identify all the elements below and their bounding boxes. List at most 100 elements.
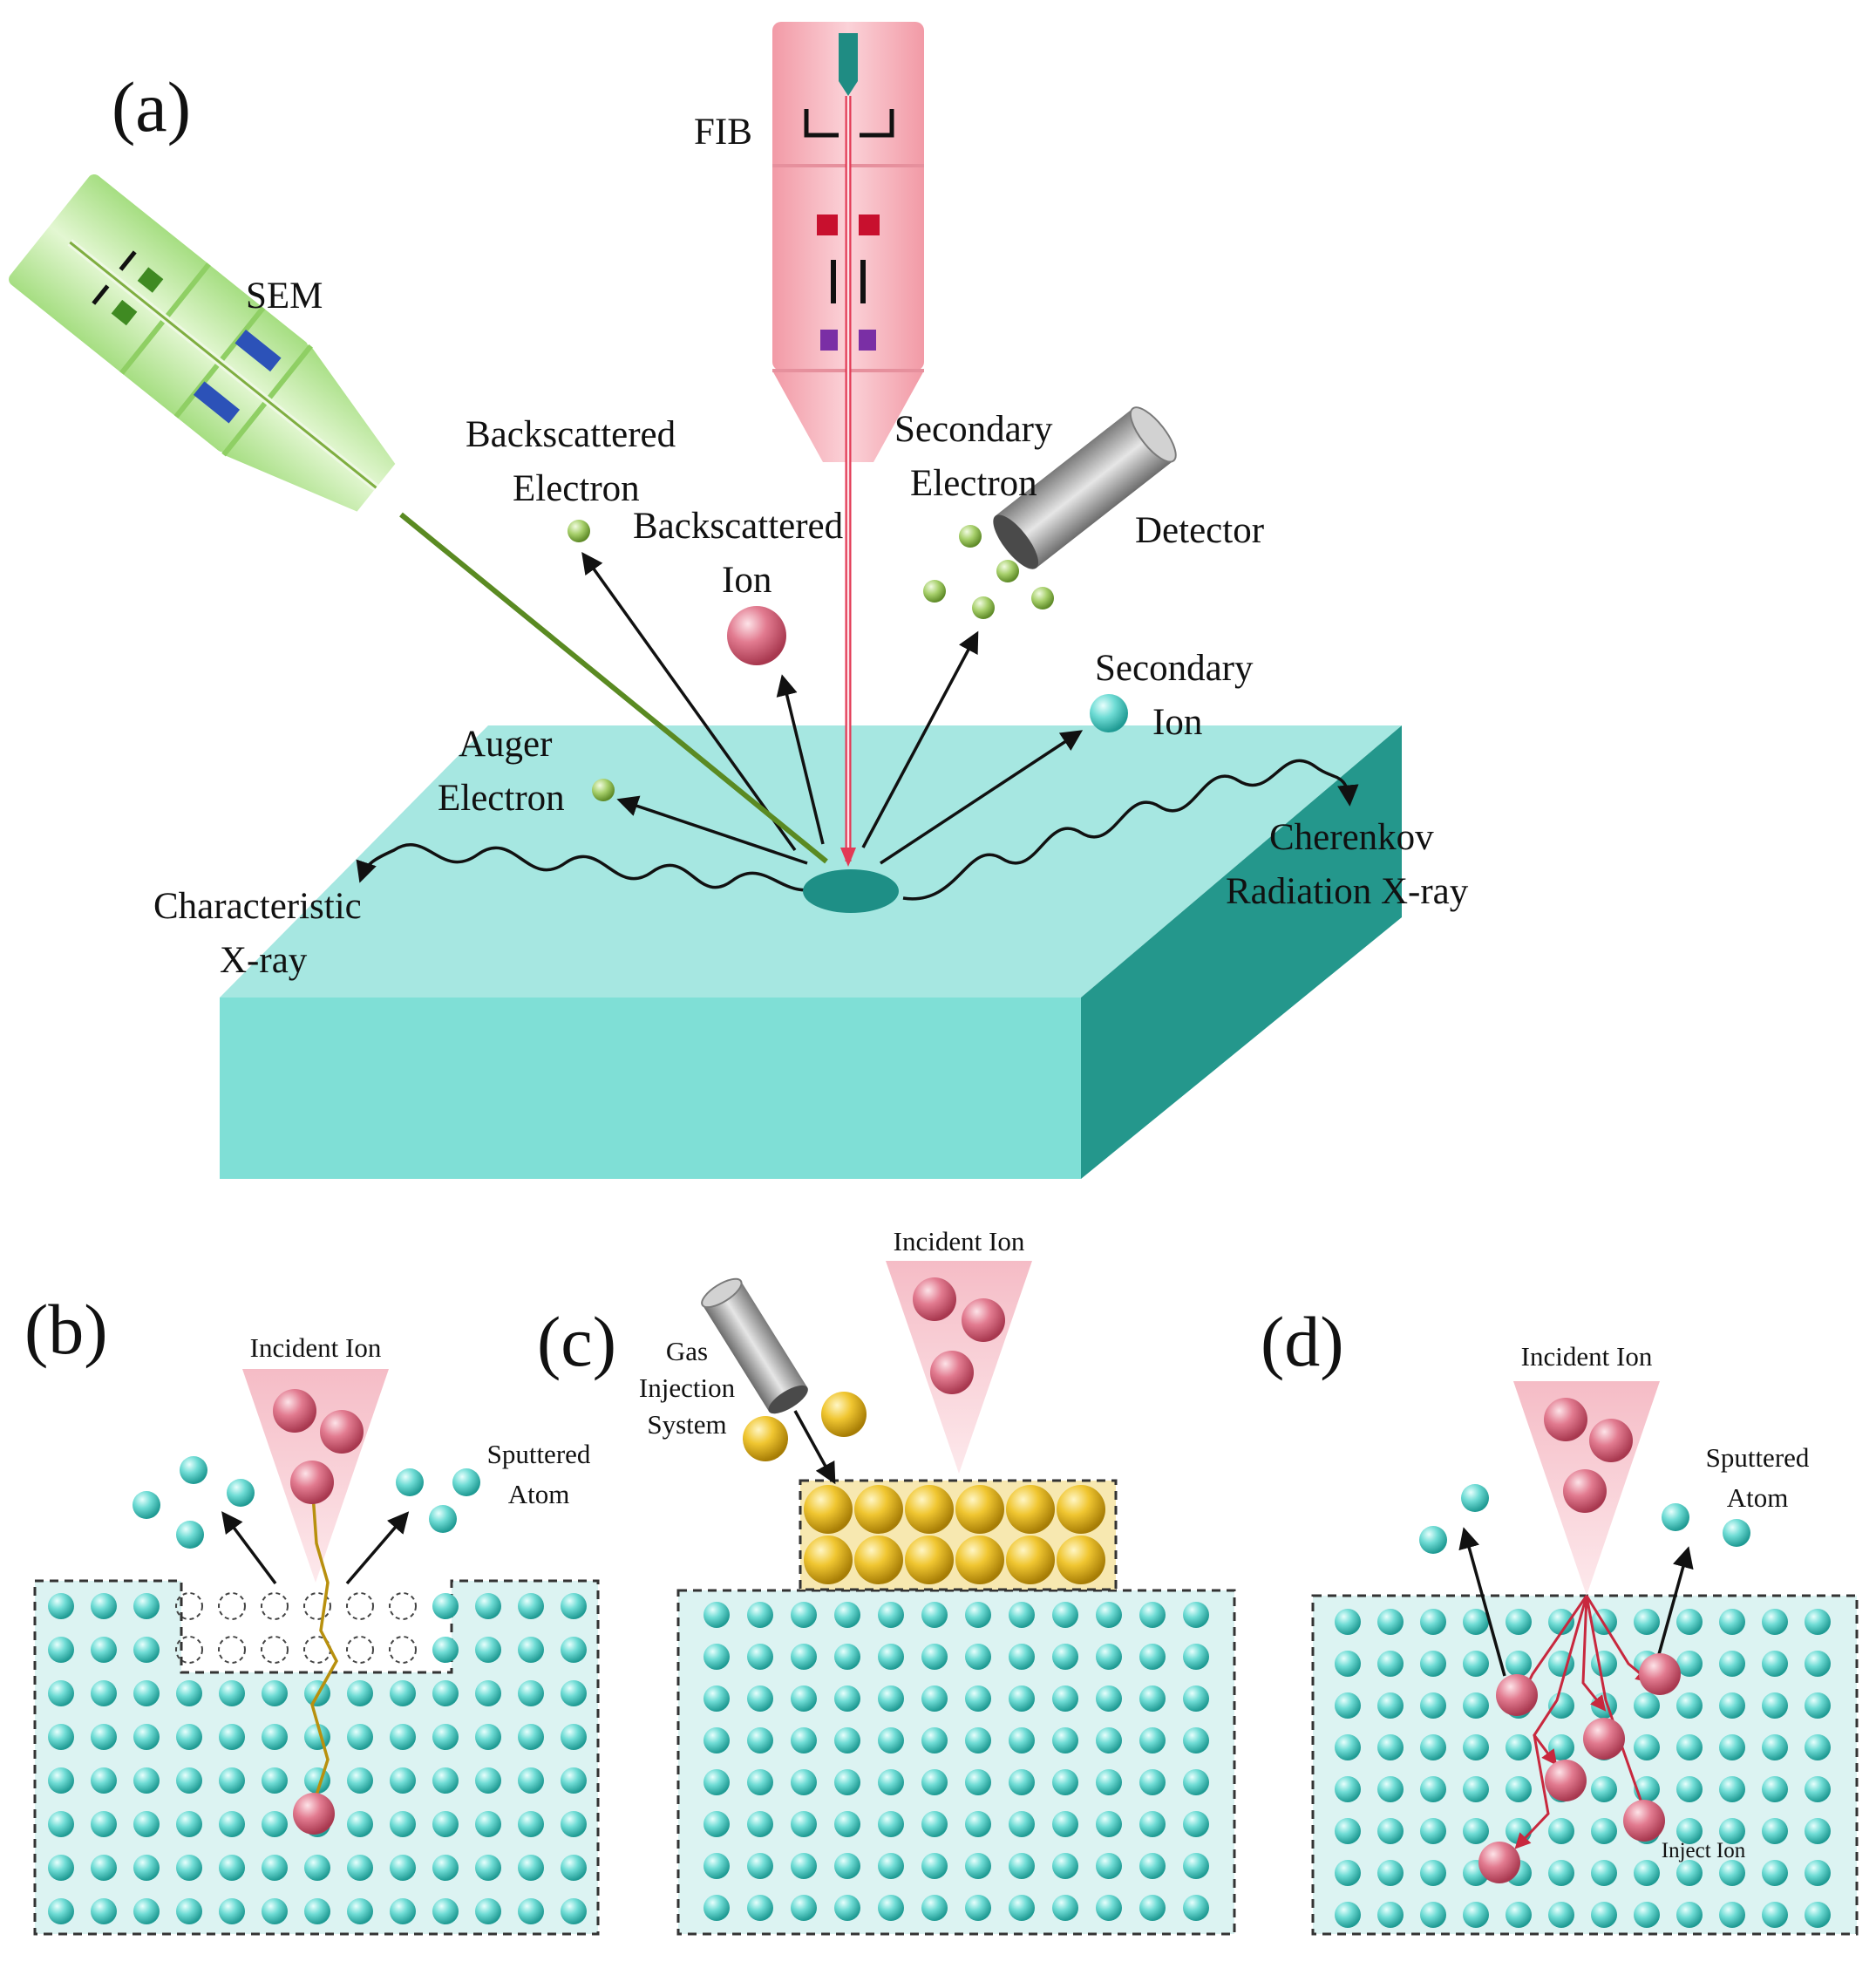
lattice-atom — [1009, 1602, 1035, 1628]
lattice-atom — [1762, 1860, 1788, 1886]
gas-nozzle-body — [702, 1281, 808, 1412]
lattice-atom — [1139, 1895, 1166, 1921]
lattice-atom — [878, 1602, 904, 1628]
lattice-atom — [1591, 1860, 1617, 1886]
sem-column — [9, 174, 396, 512]
fib-lens-red — [817, 215, 838, 235]
vacancy — [218, 1592, 246, 1620]
recoil-ion — [1623, 1800, 1665, 1842]
fib-lens-red — [859, 215, 880, 235]
lattice-atom — [561, 1898, 587, 1924]
deposited-atom — [955, 1485, 1004, 1534]
lattice-atom — [1420, 1609, 1446, 1635]
fib-ion-source — [839, 33, 858, 81]
lattice-atom — [834, 1769, 860, 1795]
lattice-atom — [1335, 1692, 1361, 1719]
lattice-atom — [1719, 1609, 1745, 1635]
lattice-atom — [432, 1680, 459, 1706]
substrate-top-face — [220, 725, 1402, 998]
lattice-atom — [561, 1724, 587, 1750]
lattice-atom — [704, 1602, 730, 1628]
lattice-atom — [921, 1727, 948, 1753]
fib-lens-purple — [859, 330, 876, 351]
lattice-atom — [219, 1767, 245, 1794]
deposited-atom — [854, 1536, 903, 1584]
auger-electron-arrow — [616, 795, 808, 865]
lattice-atom — [561, 1811, 587, 1837]
lattice-atom — [1377, 1818, 1404, 1844]
lattice-atom — [1548, 1734, 1574, 1760]
lattice-atom — [1805, 1776, 1831, 1802]
lattice-atom — [262, 1811, 288, 1837]
precursor-molecule — [743, 1416, 788, 1461]
lattice-atom — [1719, 1651, 1745, 1677]
lattice-atom — [133, 1855, 160, 1881]
lattice-atom — [834, 1895, 860, 1921]
vacancy — [175, 1636, 203, 1664]
implanted-ion — [293, 1793, 335, 1835]
lattice-atom — [176, 1855, 202, 1881]
characteristic-xray-label: Characteristic — [153, 886, 362, 927]
sputtered-atom-label-b: Atom — [508, 1479, 570, 1509]
lattice-atom — [878, 1727, 904, 1753]
lattice-atom — [704, 1769, 730, 1795]
lattice-atom — [1762, 1609, 1788, 1635]
secondary-electron-particle — [996, 560, 1019, 582]
lattice-atom — [921, 1895, 948, 1921]
lattice-atom — [432, 1855, 459, 1881]
lattice-atom — [1183, 1769, 1209, 1795]
lattice-c — [704, 1602, 1209, 1921]
lattice-atom — [921, 1685, 948, 1712]
lattice-atom — [1183, 1853, 1209, 1879]
lattice-atom — [347, 1898, 373, 1924]
backscattered-electron-label: Backscattered — [466, 414, 676, 455]
lattice-atom — [219, 1898, 245, 1924]
lattice-atom — [91, 1593, 117, 1619]
lattice-atom — [791, 1602, 817, 1628]
backscattered-ion-label: Backscattered — [633, 506, 843, 547]
lattice-atom — [1377, 1609, 1404, 1635]
lattice-atom — [834, 1602, 860, 1628]
auger-electron-label: Electron — [438, 778, 565, 819]
lattice-atom — [1183, 1685, 1209, 1712]
lattice-atom — [747, 1811, 773, 1837]
lattice-atom — [1183, 1811, 1209, 1837]
incident-ion — [1589, 1419, 1633, 1462]
incident-ion — [930, 1351, 974, 1394]
lattice-atom — [518, 1898, 544, 1924]
lattice-atom — [1183, 1644, 1209, 1670]
sputtered-atoms-b — [133, 1456, 480, 1549]
lattice-atom — [1420, 1651, 1446, 1677]
lattice-atom — [965, 1727, 991, 1753]
lattice-atom — [965, 1769, 991, 1795]
lattice-atom — [1762, 1776, 1788, 1802]
lattice-atom — [1139, 1727, 1166, 1753]
cherenkov-xray-wave — [902, 759, 1359, 901]
lattice-atom — [1805, 1818, 1831, 1844]
lattice-atom — [791, 1727, 817, 1753]
lattice-atom — [1463, 1734, 1489, 1760]
lattice-atom — [219, 1855, 245, 1881]
vacancy — [346, 1592, 374, 1620]
lattice-atom — [921, 1853, 948, 1879]
lattice-atom — [48, 1898, 74, 1924]
lattice-atom — [747, 1895, 773, 1921]
lattice-atom — [1096, 1685, 1122, 1712]
sputtered-atom — [176, 1521, 204, 1549]
lattice-atom — [475, 1855, 501, 1881]
lattice-atom — [1463, 1651, 1489, 1677]
deposited-atom — [804, 1536, 853, 1584]
lattice-atom — [921, 1769, 948, 1795]
lattice-atom — [1377, 1651, 1404, 1677]
lattice-atom — [1805, 1734, 1831, 1760]
sputtered-atom — [133, 1491, 160, 1519]
auger-electron-particle — [592, 779, 615, 801]
lattice-atom — [475, 1898, 501, 1924]
characteristic-xray-wave — [356, 843, 827, 892]
lattice-atom — [747, 1602, 773, 1628]
lattice-atom — [432, 1724, 459, 1750]
lattice-atom — [1052, 1602, 1078, 1628]
fib-deflector — [831, 260, 836, 303]
lattice-atom — [390, 1855, 416, 1881]
